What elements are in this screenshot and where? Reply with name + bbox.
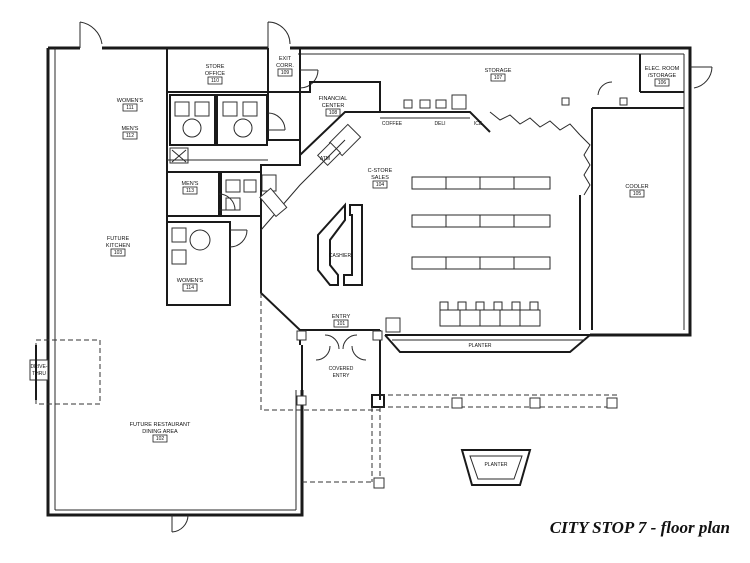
room-number-future-restaurant: 102 bbox=[156, 436, 165, 442]
room-number-box bbox=[629, 189, 645, 198]
room-name-entry: ENTRY bbox=[332, 314, 351, 320]
room-name-future-kitchen: KITCHEN bbox=[106, 243, 130, 249]
room-number-box bbox=[333, 319, 349, 328]
room-name-cstore-sales: SALES bbox=[371, 175, 389, 181]
room-name-store-office: OFFICE bbox=[205, 71, 225, 77]
label-atm: ATM bbox=[320, 156, 330, 162]
room-labels: WOMEN'S111MEN'S112STOREOFFICE110EXITCORR… bbox=[31, 56, 680, 468]
room-number-exit-corr: 109 bbox=[281, 70, 290, 76]
room-number-financial-center: 108 bbox=[329, 110, 338, 116]
room-number-storage: 107 bbox=[494, 75, 503, 81]
room-number-box bbox=[490, 73, 506, 82]
room-number-future-kitchen: 103 bbox=[114, 250, 123, 256]
figure-caption: CITY STOP 7 - floor plan bbox=[549, 518, 730, 537]
room-name-store-office: STORE bbox=[206, 64, 225, 70]
island-planter bbox=[460, 449, 532, 486]
label-planter-island: PLANTER bbox=[484, 462, 507, 468]
label-cashier: CASHIER bbox=[329, 253, 352, 259]
label-deli: DELI bbox=[434, 121, 445, 127]
room-number-store-office: 110 bbox=[211, 78, 219, 84]
label-coffee: COFFEE bbox=[382, 121, 403, 127]
room-number-box bbox=[122, 103, 138, 112]
restroom-block-north bbox=[166, 48, 268, 305]
room-name-elec-room: /STORAGE bbox=[648, 73, 677, 79]
room-number-box bbox=[325, 108, 341, 117]
room-number-cooler: 105 bbox=[633, 191, 642, 197]
exterior-walls bbox=[46, 46, 692, 517]
canopy-dashed-lines bbox=[260, 293, 620, 489]
room-name-womens-114: WOMEN'S bbox=[177, 278, 204, 284]
room-name-future-restaurant: DINING AREA bbox=[142, 429, 178, 435]
room-number-box bbox=[207, 76, 223, 85]
room-number-entry: 101 bbox=[337, 321, 346, 327]
room-number-box bbox=[654, 78, 670, 87]
cstore-shelving bbox=[411, 176, 551, 327]
room-number-box bbox=[277, 68, 293, 77]
room-number-box bbox=[110, 248, 126, 257]
room-name-mens-112: MEN'S bbox=[122, 126, 139, 132]
room-number-cstore-sales: 104 bbox=[376, 182, 385, 188]
label-drive-thru: THRU bbox=[32, 371, 46, 377]
label-ice: ICE bbox=[474, 121, 483, 127]
room-number-mens-112: 112 bbox=[126, 133, 134, 139]
financial-center-walls bbox=[299, 81, 381, 167]
room-name-financial-center: FINANCIAL bbox=[319, 96, 348, 102]
room-number-womens-114: 114 bbox=[186, 285, 194, 291]
room-number-mens-113: 113 bbox=[186, 188, 194, 194]
room-name-womens-111: WOMEN'S bbox=[117, 98, 144, 104]
room-number-box bbox=[122, 131, 138, 140]
restroom-block-south bbox=[166, 155, 301, 306]
room-number-box bbox=[182, 283, 198, 292]
entry-vestibule bbox=[296, 329, 385, 408]
label-drive-thru: DRIVE- bbox=[31, 364, 48, 370]
cashier-counter bbox=[317, 202, 363, 286]
label-covered-entry: COVERED bbox=[329, 366, 354, 372]
label-planter-front: PLANTER bbox=[468, 343, 491, 349]
room-name-mens-113: MEN'S bbox=[182, 181, 199, 187]
room-number-box bbox=[152, 434, 168, 443]
room-number-box bbox=[182, 186, 198, 195]
exterior-doors bbox=[79, 21, 713, 533]
room-name-cooler: COOLER bbox=[625, 184, 648, 190]
room-name-financial-center: CENTER bbox=[322, 103, 345, 109]
room-name-future-restaurant: FUTURE RESTAURANT bbox=[130, 422, 191, 428]
room-number-box bbox=[372, 180, 388, 189]
room-name-storage: STORAGE bbox=[485, 68, 512, 74]
room-number-womens-111: 111 bbox=[126, 105, 134, 111]
drive-thru bbox=[29, 339, 101, 405]
room-name-exit-corr: CORR. bbox=[276, 63, 294, 69]
label-covered-entry: ENTRY bbox=[333, 373, 351, 379]
store-office-and-corridor bbox=[267, 48, 319, 155]
cstore-perimeter bbox=[380, 54, 684, 333]
room-name-elec-room: ELEC. ROOM bbox=[645, 66, 680, 72]
room-name-cstore-sales: C-STORE bbox=[368, 168, 393, 174]
room-number-elec-room: 106 bbox=[658, 80, 667, 86]
room-name-future-kitchen: FUTURE bbox=[107, 236, 130, 242]
room-name-exit-corr: EXIT bbox=[279, 56, 292, 62]
